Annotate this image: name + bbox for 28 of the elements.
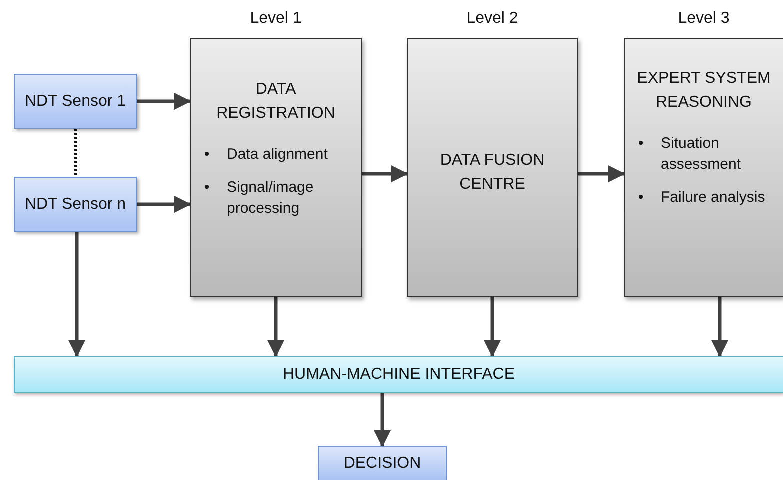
level-heading: Level 1 xyxy=(249,9,303,29)
arrow xyxy=(362,165,408,183)
box-title: DECISION xyxy=(342,454,422,474)
box-title: DATA FUSION CENTRE xyxy=(439,151,546,195)
arrow xyxy=(711,297,729,358)
arrow xyxy=(578,165,626,183)
bullet-text: Signal/image processing xyxy=(227,178,315,219)
bullet-text: Situation assessment xyxy=(661,134,742,175)
decision-box xyxy=(318,446,447,480)
bullet-text: Failure analysis xyxy=(661,188,766,208)
sensor-box xyxy=(14,74,137,129)
arrow xyxy=(68,232,86,358)
level-heading: Level 2 xyxy=(466,9,520,29)
arrow xyxy=(137,92,192,110)
dotted-line xyxy=(74,129,78,177)
interface-bar xyxy=(14,356,783,393)
box-title: NDT Sensor n xyxy=(24,194,128,214)
box-title: HUMAN-MACHINE INTERFACE xyxy=(282,364,516,384)
arrow xyxy=(484,297,502,358)
level-heading: Level 3 xyxy=(677,9,731,29)
sensor-box xyxy=(14,177,137,232)
box-title: DATA REGISTRATION xyxy=(216,80,336,124)
bullet-text: Data alignment xyxy=(227,145,328,165)
arrow xyxy=(267,297,285,358)
box-title: NDT Sensor 1 xyxy=(24,92,128,112)
arrow xyxy=(137,196,192,214)
box-title: EXPERT SYSTEM REASONING xyxy=(636,69,772,113)
arrow xyxy=(374,393,392,448)
